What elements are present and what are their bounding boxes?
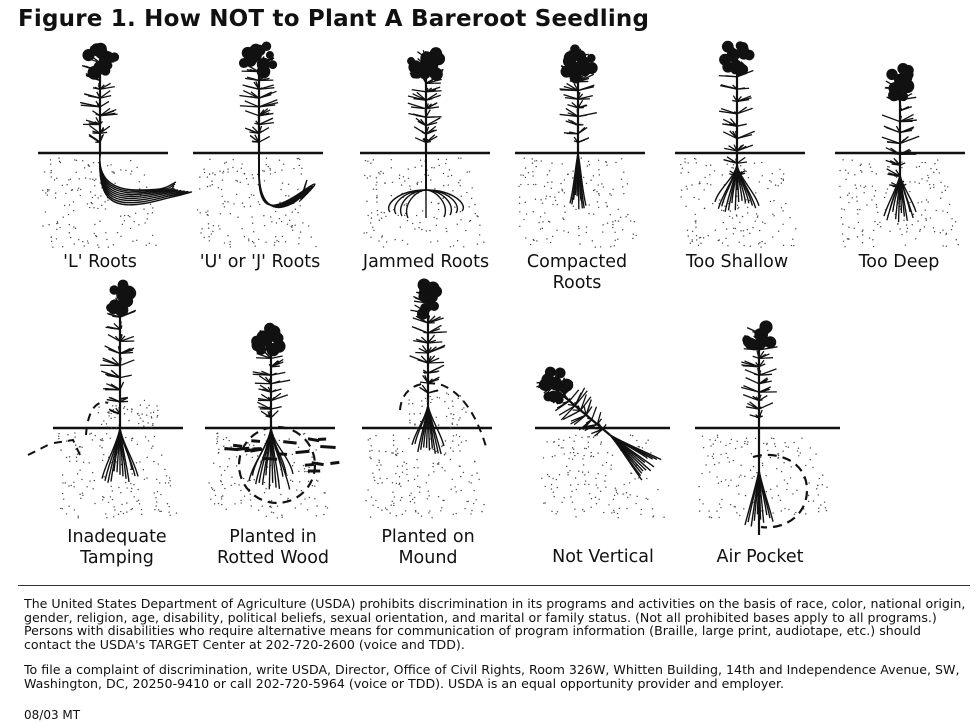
panel-compacted-roots — [515, 40, 645, 250]
seedling-crown — [559, 44, 598, 153]
caption-too-shallow: Too Shallow — [685, 252, 789, 272]
panel-l-roots — [38, 40, 192, 250]
seedling-crown — [409, 278, 447, 405]
root-mass — [609, 434, 662, 481]
seedling-crown — [79, 42, 120, 153]
soil-stipple — [698, 434, 828, 519]
root-mass — [411, 404, 445, 455]
document-code: 08/03 MT — [24, 708, 81, 722]
mound-soil — [408, 392, 467, 429]
mound-illustration — [362, 278, 492, 519]
root-mass — [99, 152, 192, 206]
seedling-crown — [251, 322, 291, 428]
complaint-statement: To file a complaint of discrimination, w… — [24, 662, 960, 691]
air-pocket-outline — [752, 453, 809, 529]
rotted-wood-outline — [237, 425, 317, 505]
soil-stipple — [196, 157, 317, 248]
inadequate-tamping-illustration — [27, 279, 183, 519]
caption-jammed-roots: Jammed Roots — [362, 252, 490, 272]
too-shallow-illustration — [675, 40, 805, 248]
caption-not-vertical: Not Vertical — [552, 547, 654, 567]
soil-stipple — [365, 434, 485, 519]
nondiscrimination-statement: The United States Department of Agricult… — [24, 596, 966, 652]
too-deep-illustration — [835, 62, 965, 248]
root-mass — [714, 164, 760, 212]
wood-fragments — [224, 437, 340, 473]
mound-outline — [399, 382, 488, 451]
seedling-crown — [407, 47, 446, 153]
root-mass — [569, 152, 587, 210]
panel-too-deep — [835, 40, 965, 250]
panel-jammed-roots — [360, 40, 490, 250]
caption-u-j-roots: 'U' or 'J' Roots — [199, 252, 321, 272]
root-mass — [744, 469, 774, 527]
panel-mound — [362, 278, 492, 525]
root-mass — [101, 427, 139, 483]
seedling-crown — [100, 279, 137, 428]
caption-l-roots: 'L' Roots — [63, 252, 137, 272]
soil-stipple — [680, 157, 797, 248]
panel-air-pocket — [695, 285, 840, 535]
air-pocket-illustration — [695, 320, 840, 535]
footer-divider — [18, 585, 970, 586]
caption-too-deep: Too Deep — [858, 252, 940, 272]
soil-stipple — [363, 157, 485, 248]
original-soil-line — [27, 396, 133, 456]
figure-title: Figure 1. How NOT to Plant A Bareroot Se… — [18, 6, 650, 32]
panel-rotted-wood — [205, 285, 340, 525]
soil-stipple — [58, 432, 178, 519]
seedling-crown — [881, 62, 920, 200]
seedling-crown — [536, 366, 611, 437]
caption-air-pocket: Air Pocket — [716, 547, 804, 567]
seedling-crown — [718, 40, 755, 190]
root-mass — [258, 153, 316, 209]
soil-stipple — [541, 434, 665, 519]
rotted-wood-illustration — [205, 322, 340, 519]
l-roots-illustration — [38, 42, 192, 248]
compacted-roots-illustration — [515, 44, 645, 248]
soil-stipple — [839, 159, 959, 248]
u-j-roots-illustration — [193, 41, 323, 248]
tilted-seedling — [536, 366, 662, 481]
panel-inadequate-tamping — [27, 279, 188, 525]
seedling-crown — [238, 41, 279, 153]
panel-not-vertical — [525, 285, 670, 525]
root-mass — [387, 153, 465, 219]
loose-soil — [97, 399, 159, 429]
not-vertical-illustration — [535, 366, 670, 519]
jammed-roots-illustration — [360, 47, 490, 248]
panel-u-j-roots — [193, 40, 323, 250]
root-mass — [883, 174, 917, 223]
panel-too-shallow — [675, 40, 805, 250]
seedling-crown — [741, 320, 778, 428]
